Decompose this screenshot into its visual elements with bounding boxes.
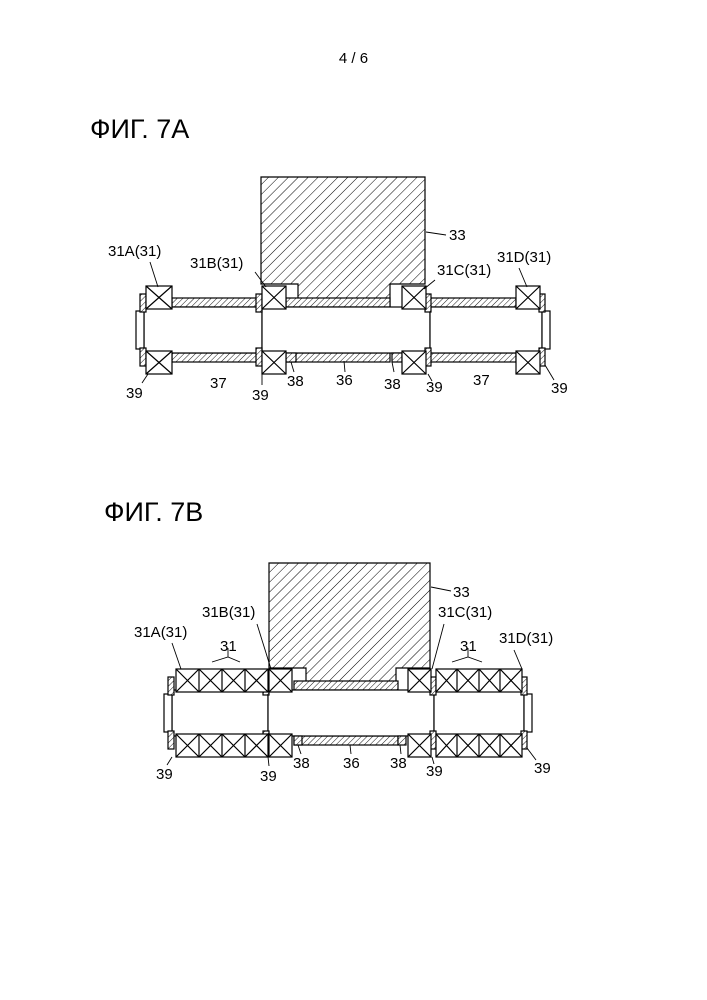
inner-shaft-37-left-top xyxy=(172,298,262,307)
label-33-7a: 33 xyxy=(449,227,466,244)
collar-39-1b xyxy=(140,348,146,366)
label-37-right-7a: 37 xyxy=(473,372,490,389)
end-cap-right-7a xyxy=(542,311,550,349)
figure-7a xyxy=(136,177,554,385)
label-39-1-7b: 39 xyxy=(156,766,173,783)
label-36-7b: 36 xyxy=(343,755,360,772)
spacer-38-right xyxy=(392,353,402,362)
shaft-center-7a xyxy=(262,307,430,353)
inner-shaft-37-right-top xyxy=(430,298,516,307)
label-31b-7b: 31B(31) xyxy=(202,604,255,621)
collar-39-1-7b xyxy=(168,677,174,695)
label-31d-7a: 31D(31) xyxy=(497,249,551,266)
label-37-left-7a: 37 xyxy=(210,375,227,392)
label-31c-7a: 31C(31) xyxy=(437,262,491,279)
label-31-right-7b: 31 xyxy=(460,638,477,655)
collar-39-2b xyxy=(256,348,262,366)
label-33-7b: 33 xyxy=(453,584,470,601)
collar-39-1 xyxy=(140,294,146,312)
label-31d-7b: 31D(31) xyxy=(499,630,553,647)
shaft-right-7b xyxy=(434,690,524,736)
inner-shaft-37-left-bottom xyxy=(172,353,262,362)
label-39-3-7a: 39 xyxy=(426,379,443,396)
label-39-3-7b: 39 xyxy=(426,763,443,780)
figure-7b xyxy=(164,563,536,766)
center-shaft-36-bottom xyxy=(286,353,390,362)
label-31-left-7b: 31 xyxy=(220,638,237,655)
label-31c-7b: 31C(31) xyxy=(438,604,492,621)
collar-39-2 xyxy=(256,294,262,312)
collar-39-1b-7b xyxy=(168,731,174,749)
spacer-38-left xyxy=(286,353,296,362)
shaft-left-7a xyxy=(144,307,262,353)
spacer-38-left-7b xyxy=(294,736,302,745)
label-31a-7a: 31A(31) xyxy=(108,243,161,260)
label-38-left-7a: 38 xyxy=(287,373,304,390)
inner-shaft-37-right-bottom xyxy=(430,353,516,362)
center-shaft-36-bottom-7b xyxy=(294,736,398,745)
end-cap-right-7b xyxy=(524,694,532,732)
rotor-33-7b xyxy=(269,563,430,690)
label-31a-7b: 31A(31) xyxy=(134,624,187,641)
label-39-1-7a: 39 xyxy=(126,385,143,402)
spacer-38-right-7b xyxy=(398,736,406,745)
label-38-right-7a: 38 xyxy=(384,376,401,393)
end-cap-left-7b xyxy=(164,694,172,732)
label-39-2-7b: 39 xyxy=(260,768,277,785)
label-31b-7a: 31B(31) xyxy=(190,255,243,272)
label-38-left-7b: 38 xyxy=(293,755,310,772)
label-39-2-7a: 39 xyxy=(252,387,269,404)
label-39-4-7a: 39 xyxy=(551,380,568,397)
center-shaft-36-top-7b xyxy=(294,681,398,690)
shaft-left-7b xyxy=(172,690,268,736)
label-38-right-7b: 38 xyxy=(390,755,407,772)
center-shaft-36-top xyxy=(286,298,390,307)
shaft-right-7a xyxy=(430,307,542,353)
label-39-4-7b: 39 xyxy=(534,760,551,777)
end-cap-left-7a xyxy=(136,311,144,349)
shaft-center-7b xyxy=(268,690,434,736)
label-36-7a: 36 xyxy=(336,372,353,389)
